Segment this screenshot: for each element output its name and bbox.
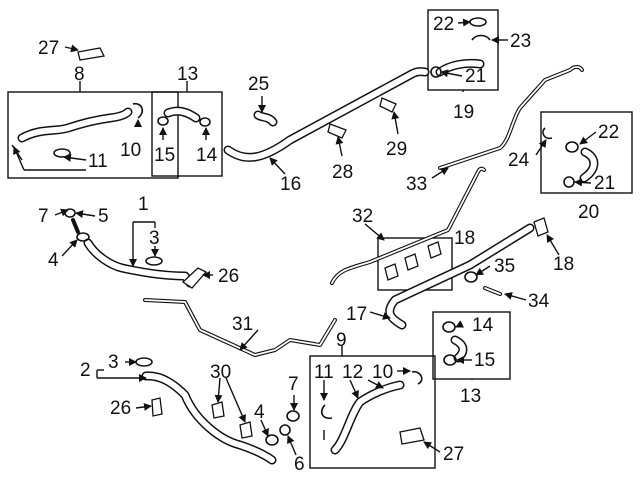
callout-10-bottom: 10: [372, 362, 393, 383]
callout-24: 24: [508, 150, 530, 171]
callout-21-right: 21: [594, 173, 615, 194]
box-assembly-8: [7, 91, 179, 179]
callout-18-right: 18: [553, 254, 574, 275]
callout-19: 19: [453, 102, 474, 123]
callout-3-bottom: 3: [108, 352, 119, 373]
hose-part-20: [563, 141, 599, 188]
callout-29: 29: [386, 139, 407, 160]
tube-part-33: [438, 65, 584, 170]
callout-26-top: 26: [218, 266, 239, 287]
callout-32: 32: [352, 206, 373, 227]
callout-1: 1: [138, 194, 149, 215]
clip-part-27-bottom: [399, 427, 425, 445]
callout-3-top: 3: [149, 228, 160, 249]
hose-part-25: [253, 110, 278, 127]
ring-part-7-bottom: [286, 410, 300, 422]
hose-part-1: [64, 208, 195, 288]
clip-part-18-b: [404, 253, 419, 271]
callout-8: 8: [74, 64, 85, 85]
callout-10-top: 10: [120, 140, 141, 161]
callout-27-bottom: 27: [443, 444, 464, 465]
clip-part-30-b: [239, 421, 253, 439]
callout-17: 17: [346, 304, 367, 325]
ring-part-35: [464, 271, 478, 283]
hose-part-13-top: [157, 106, 211, 127]
callout-25: 25: [248, 74, 269, 95]
callout-16: 16: [280, 174, 301, 195]
clip-part-18: [533, 217, 549, 237]
callout-15-bottom: 15: [474, 350, 495, 371]
clip-part-24: [542, 127, 553, 140]
callout-22-right: 22: [598, 122, 619, 143]
callout-13-top: 13: [177, 64, 198, 85]
box-assembly-9: [309, 355, 436, 469]
callout-9: 9: [336, 330, 347, 351]
callout-11-top: 11: [88, 151, 108, 172]
callout-14-top: 14: [196, 145, 218, 166]
hose-part-9: [320, 370, 423, 455]
hose-part-16: [223, 67, 430, 162]
callout-14-bottom: 14: [472, 315, 494, 336]
clip-part-18-a: [384, 263, 399, 281]
callout-7-top: 7: [38, 206, 49, 227]
callout-20: 20: [578, 202, 599, 223]
clip-part-18-c: [427, 241, 442, 259]
callout-34: 34: [528, 291, 550, 312]
callout-21-top: 21: [465, 66, 486, 87]
callout-26-bottom: 26: [110, 398, 131, 419]
callout-22-top: 22: [433, 14, 454, 35]
callout-13-bottom: 13: [460, 386, 481, 407]
tube-part-31: [143, 298, 337, 357]
clip-part-27-top: [77, 47, 105, 61]
clip-part-26-top: [181, 267, 208, 289]
callout-35: 35: [494, 256, 515, 277]
callout-4-bottom: 4: [254, 402, 265, 423]
callout-6: 6: [294, 454, 305, 475]
ring-part-4-bottom: [265, 434, 279, 446]
hose-part-8: [11, 102, 144, 161]
callout-7-bottom: 7: [288, 374, 299, 395]
callout-12: 12: [342, 362, 363, 383]
clip-part-28: [327, 123, 347, 139]
sensor-part-34: [483, 286, 502, 296]
callout-15-top: 15: [154, 145, 175, 166]
callout-18-box: 18: [454, 228, 475, 249]
callout-11-bottom: 11: [314, 362, 334, 383]
callout-5: 5: [98, 206, 109, 227]
callout-4-top: 4: [48, 250, 59, 271]
hose-part-13-bottom: [442, 321, 468, 366]
callout-31: 31: [232, 314, 253, 335]
clip-part-30-a: [211, 401, 225, 419]
box-assembly-20: [540, 111, 633, 194]
callout-2: 2: [80, 360, 91, 381]
callout-23: 23: [510, 31, 531, 52]
tube-part-32: [330, 166, 486, 285]
clip-part-26-bottom: [151, 397, 163, 417]
clip-part-29: [379, 97, 397, 113]
callout-labels: 27 8 10 11 13 15 14 25 16 28 29 22 23 21…: [38, 14, 619, 475]
ring-part-6: [279, 424, 291, 436]
leader-lines: [13, 18, 597, 456]
callout-28: 28: [332, 162, 353, 183]
callout-30: 30: [210, 362, 231, 383]
callout-27-top: 27: [38, 38, 59, 59]
hose-part-17: [385, 223, 535, 330]
callout-33: 33: [406, 174, 427, 195]
